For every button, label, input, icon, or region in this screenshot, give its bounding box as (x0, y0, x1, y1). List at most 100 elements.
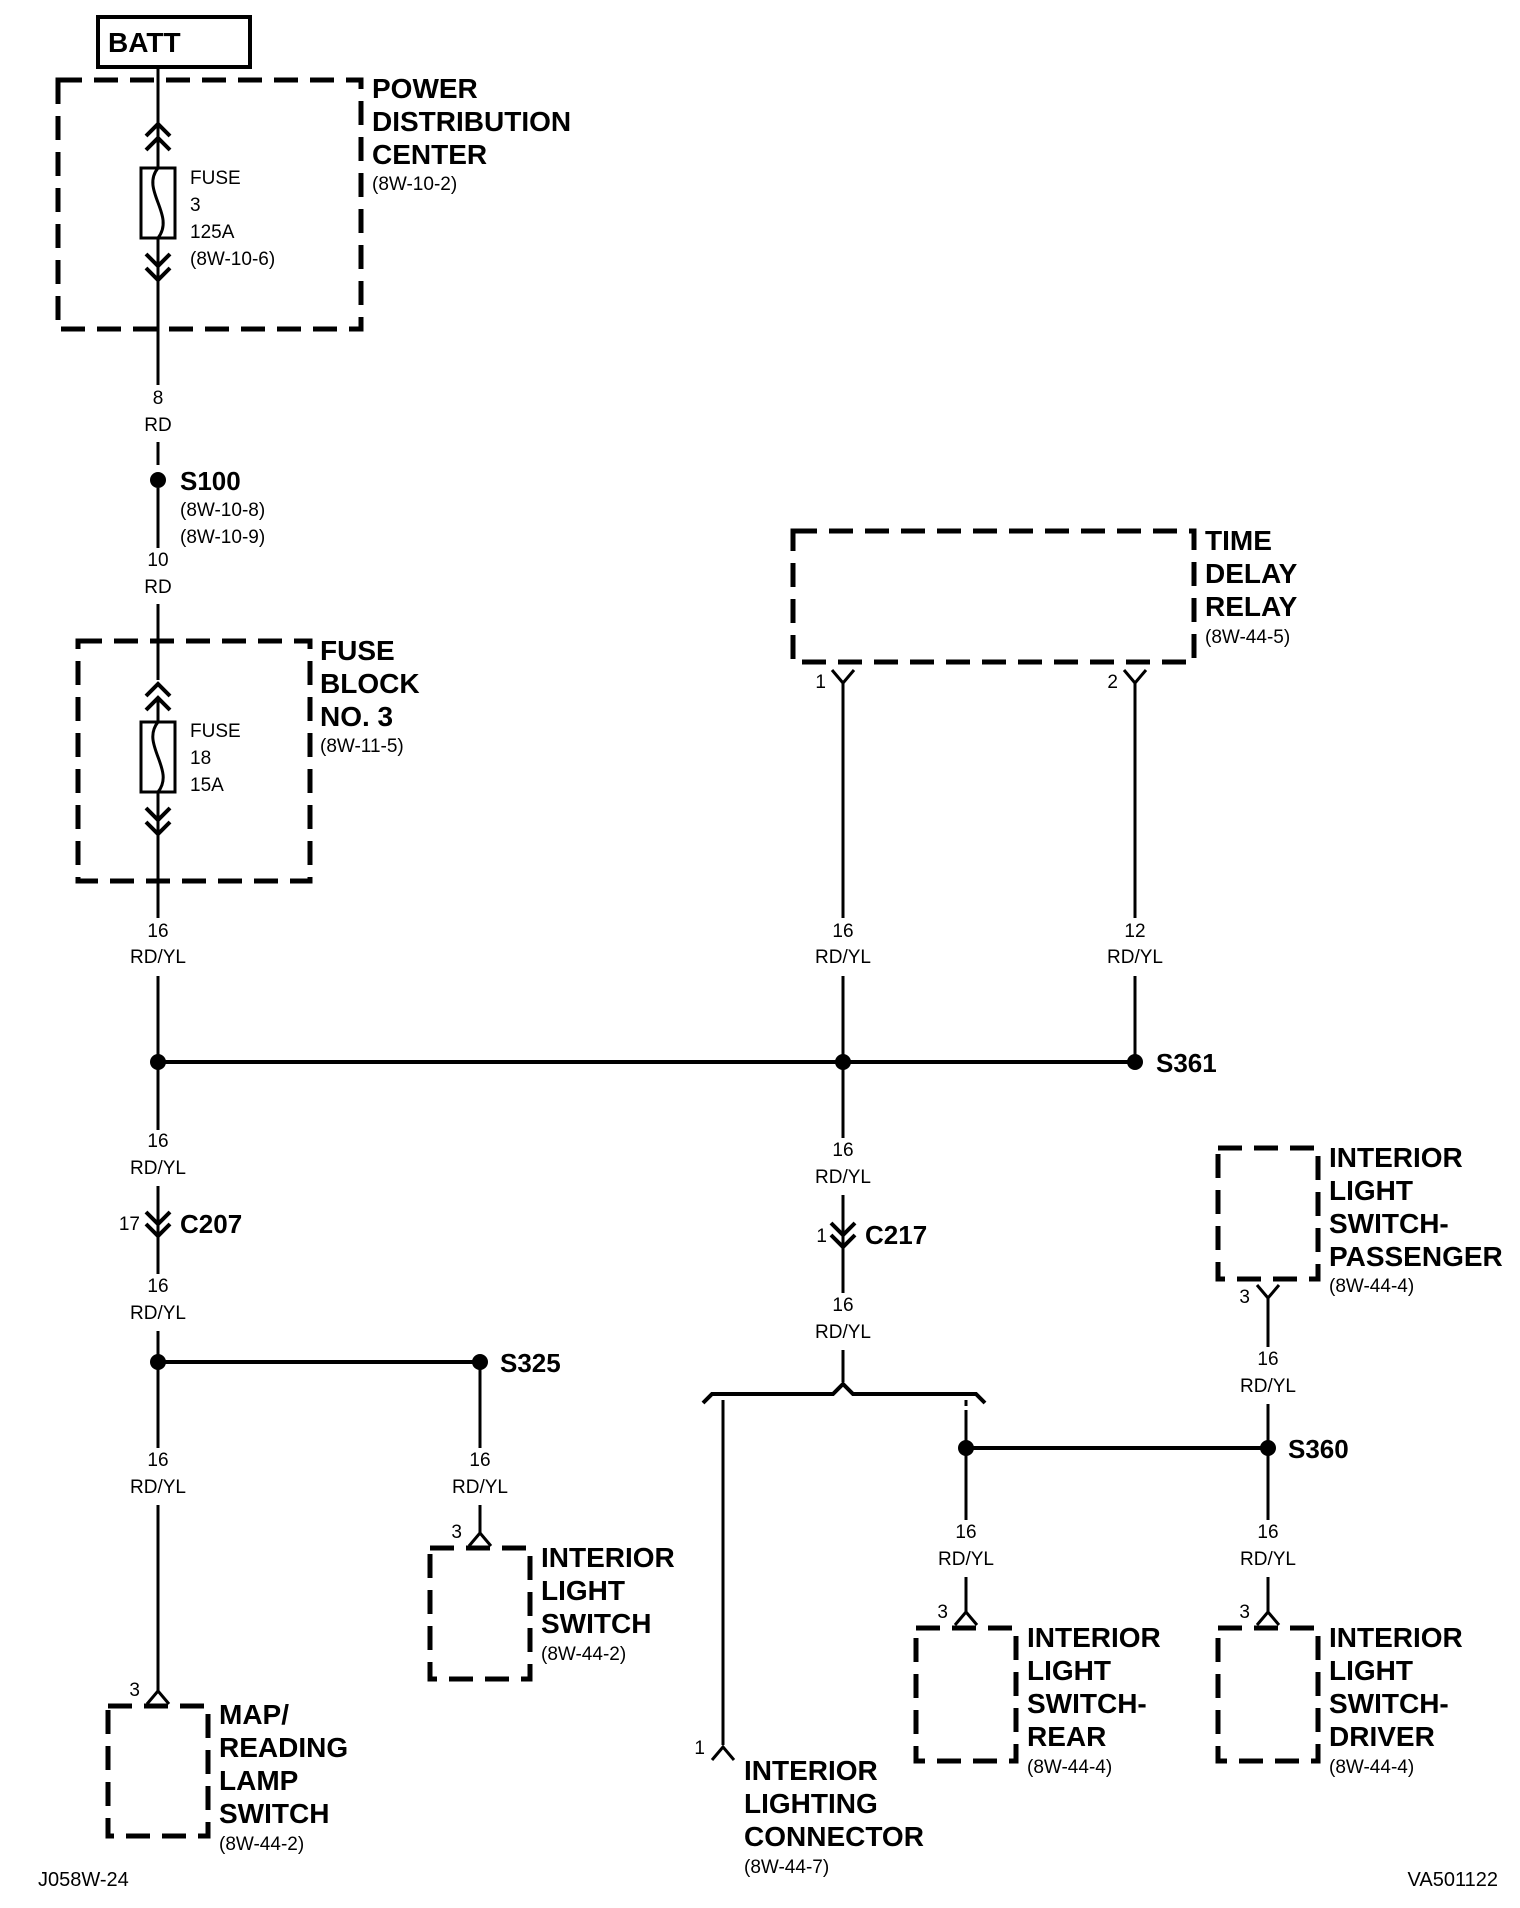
switch-driver-title-2: LIGHT (1329, 1655, 1413, 1686)
footer-left-code: J058W-24 (38, 1869, 129, 1891)
interior-light-switch-passenger-box (1215, 1145, 1321, 1282)
time-delay-relay-box (790, 528, 1197, 665)
splice-s100 (150, 472, 166, 488)
map-switch-pin: 3 (129, 1680, 140, 1701)
wire-gauge: 16 (147, 1450, 168, 1471)
lighting-connector-title-3: CONNECTOR (744, 1821, 924, 1852)
wire-color: RD/YL (130, 1477, 186, 1498)
fuse-3-name: FUSE (190, 168, 241, 189)
wire-gauge: 12 (1124, 921, 1145, 942)
fuse-3-number: 3 (190, 195, 201, 216)
relay-ref: (8W-44-5) (1205, 627, 1290, 648)
wire-color: RD/YL (1240, 1549, 1296, 1570)
s100-ref-1: (8W-10-8) (180, 500, 265, 521)
switch-rear-title-4: REAR (1027, 1721, 1106, 1752)
switch-driver-title-1: INTERIOR (1329, 1622, 1463, 1653)
wire-color: RD (144, 577, 171, 598)
wire-gauge: 16 (1257, 1349, 1278, 1370)
map-switch-title-4: SWITCH (219, 1798, 329, 1829)
fuse-3-rating: 125A (190, 222, 235, 243)
interior-switch-title-1: INTERIOR (541, 1542, 675, 1573)
wire-color: RD/YL (815, 1167, 871, 1188)
switch-passenger-title-4: PASSENGER (1329, 1241, 1503, 1272)
fuse-3-ref: (8W-10-6) (190, 249, 275, 270)
wire-gauge: 16 (955, 1522, 976, 1543)
battery-box (96, 15, 252, 69)
fuse-block-ref: (8W-11-5) (320, 736, 404, 757)
wire-gauge: 16 (147, 921, 168, 942)
wire-color: RD/YL (452, 1477, 508, 1498)
switch-rear-pin: 3 (937, 1602, 948, 1623)
map-switch-title-3: LAMP (219, 1765, 298, 1796)
wire-gauge: 16 (147, 1131, 168, 1152)
pdc-title-3: CENTER (372, 139, 487, 170)
relay-title-1: TIME (1205, 525, 1272, 556)
wire-color: RD/YL (1240, 1376, 1296, 1397)
pdc-box (55, 77, 364, 332)
switch-driver-title-3: SWITCH- (1329, 1688, 1449, 1719)
relay-title-3: RELAY (1205, 591, 1298, 622)
connector-c217-label: C217 (865, 1220, 927, 1250)
c217-pin: 1 (816, 1226, 827, 1247)
wire-color: RD/YL (815, 947, 871, 968)
lighting-connector-pin: 1 (694, 1738, 705, 1759)
wire-color: RD/YL (130, 1303, 186, 1324)
wire-gauge: 16 (832, 921, 853, 942)
pdc-title-2: DISTRIBUTION (372, 106, 571, 137)
fuse-18-number: 18 (190, 748, 211, 769)
pdc-ref: (8W-10-2) (372, 174, 457, 195)
splice-s361-label: S361 (1156, 1048, 1217, 1078)
splice-s325-label: S325 (500, 1348, 561, 1378)
fuse-18-rating: 15A (190, 775, 224, 796)
wire-gauge: 16 (832, 1140, 853, 1161)
interior-switch-pin: 3 (451, 1522, 462, 1543)
switch-rear-title-1: INTERIOR (1027, 1622, 1161, 1653)
map-reading-lamp-switch-box (105, 1703, 211, 1839)
switch-passenger-title-3: SWITCH- (1329, 1208, 1449, 1239)
switch-rear-title-3: SWITCH- (1027, 1688, 1147, 1719)
lighting-connector-ref: (8W-44-7) (744, 1857, 829, 1878)
pdc-title-1: POWER (372, 73, 478, 104)
fuse-18-name: FUSE (190, 721, 241, 742)
wire-color: RD/YL (1107, 947, 1163, 968)
switch-passenger-title-1: INTERIOR (1329, 1142, 1463, 1173)
footer-right-code: VA501122 (1408, 1869, 1498, 1891)
relay-title-2: DELAY (1205, 558, 1298, 589)
wire-color: RD/YL (815, 1322, 871, 1343)
connector-c217-symbol (829, 1221, 857, 1238)
interior-light-switch-box (427, 1545, 533, 1682)
interior-switch-ref: (8W-44-2) (541, 1644, 626, 1665)
c207-pin: 17 (119, 1214, 140, 1235)
switch-rear-title-2: LIGHT (1027, 1655, 1111, 1686)
wire-gauge: 16 (147, 1276, 168, 1297)
battery-label: BATT (108, 27, 181, 58)
connector-c207-label: C207 (180, 1209, 242, 1239)
switch-rear-ref: (8W-44-4) (1027, 1757, 1112, 1778)
interior-switch-title-2: LIGHT (541, 1575, 625, 1606)
interior-switch-title-3: SWITCH (541, 1608, 651, 1639)
switch-passenger-ref: (8W-44-4) (1329, 1276, 1414, 1297)
wire-gauge: 10 (147, 550, 168, 571)
map-switch-title-2: READING (219, 1732, 348, 1763)
switch-driver-title-4: DRIVER (1329, 1721, 1435, 1752)
wire-color: RD/YL (938, 1549, 994, 1570)
lighting-connector-title-1: INTERIOR (744, 1755, 878, 1786)
wire-gauge: 16 (1257, 1522, 1278, 1543)
switch-driver-ref: (8W-44-4) (1329, 1757, 1414, 1778)
harness-brace (701, 1381, 987, 1405)
splice-s360-label: S360 (1288, 1434, 1349, 1464)
connector-c207-symbol (144, 1210, 172, 1227)
wire-color: RD (144, 415, 171, 436)
interior-light-switch-rear-box (913, 1625, 1019, 1764)
switch-passenger-title-2: LIGHT (1329, 1175, 1413, 1206)
relay-pin-1: 1 (815, 672, 826, 693)
switch-driver-pin: 3 (1239, 1602, 1250, 1623)
map-switch-ref: (8W-44-2) (219, 1834, 304, 1855)
fuse-block-title-2: BLOCK (320, 668, 420, 699)
splice-s361 (1127, 1054, 1143, 1070)
wire-color: RD/YL (130, 1158, 186, 1179)
wire-color: RD/YL (130, 947, 186, 968)
splice-s100-label: S100 (180, 466, 241, 496)
fuse-block-box (75, 638, 313, 884)
